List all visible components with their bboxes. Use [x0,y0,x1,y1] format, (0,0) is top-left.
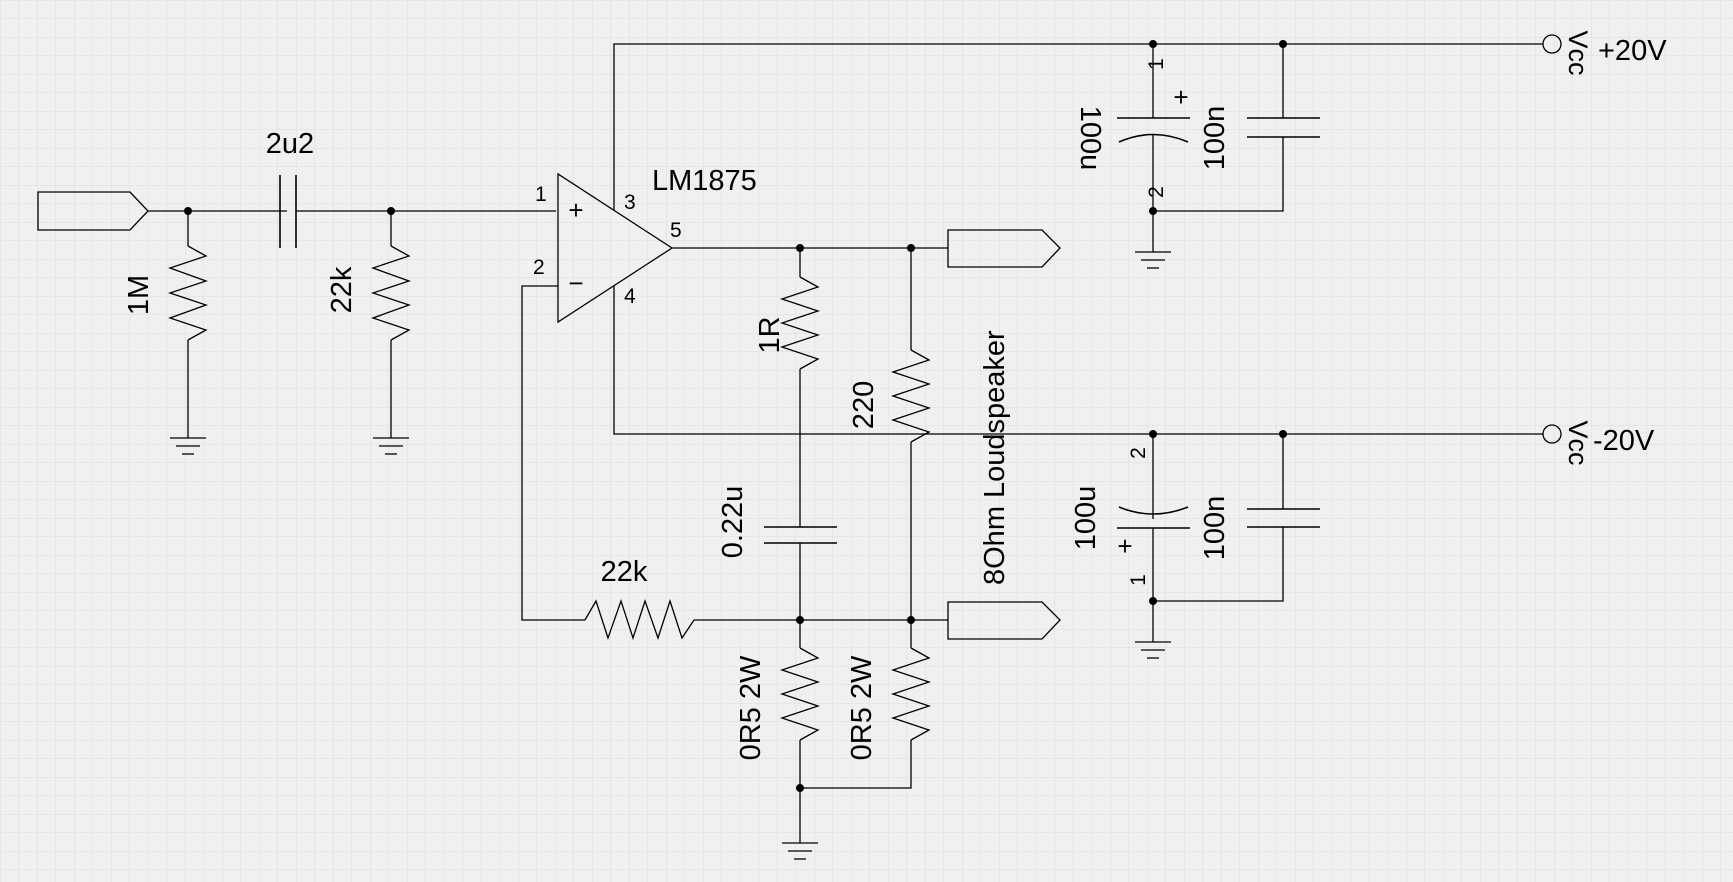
ground-symbol-1m [170,437,206,455]
neg-electrolytic-capacitor[interactable] [1117,434,1190,601]
opamp-pin3: 3 [624,191,636,214]
bias-resistor-label: 22k [326,266,358,313]
pos-cap-plus: + [1173,82,1188,112]
neg-ceramic-capacitor[interactable] [1153,434,1320,602]
pos-elcap-label: 100u [1074,106,1106,171]
sense-resistor-b[interactable] [800,620,932,789]
vcc-positive-voltage: +20V [1598,35,1667,67]
sense-resistor-b-label: 0R5 2W [846,655,878,760]
opamp-pin4: 4 [624,285,636,308]
vcc-positive-net: Vcc [1563,30,1593,75]
pos-cap-label: 100n [1199,106,1231,171]
series-resistor-label: 220 [848,381,880,429]
ground-symbol-22k [373,437,409,455]
neg-cap-pin1: 1 [1127,574,1150,586]
zobel-resistor[interactable] [779,248,821,527]
zobel-capacitor-label: 0.22u [717,486,749,559]
pos-cap-pin1: 1 [1145,58,1168,70]
opamp-name: LM1875 [652,165,757,197]
opamp-pin5: 5 [670,219,682,242]
opamp-plus-sign: + [568,195,583,225]
zobel-resistor-label: 1R [754,316,786,353]
feedback-resistor-label: 22k [601,556,648,588]
vcc-negative-voltage: -20V [1593,425,1655,457]
feedback-resistor[interactable] [584,598,948,641]
pos-electrolytic-capacitor[interactable] [1117,44,1190,211]
input-resistor-label: 1M [123,275,155,315]
vcc-negative-net: Vcc [1563,420,1593,465]
load-label: 8Ohm Loudspeaker [979,330,1011,585]
neg-elcap-label: 100u [1070,486,1102,551]
output-port-negative[interactable] [947,601,1061,640]
neg-cap-plus: + [1117,531,1132,561]
input-port[interactable] [37,191,149,231]
output-port-positive[interactable] [947,229,1061,268]
wire-vminus [613,286,1543,435]
pos-cap-pin2: 2 [1145,186,1168,198]
opamp-pin1: 1 [535,183,547,206]
neg-cap-label: 100n [1199,496,1231,561]
neg-cap-pin2: 2 [1127,447,1150,459]
opamp-lm1875[interactable] [557,172,674,324]
series-resistor-220[interactable] [890,248,932,620]
ground-symbol-sense [782,842,818,860]
sense-resistor-a-label: 0R5 2W [735,655,767,760]
ground-symbol-neg [1135,641,1171,659]
vcc-positive-terminal[interactable] [1542,34,1562,54]
ground-symbol-pos [1135,251,1171,269]
bias-resistor[interactable] [370,211,411,438]
junction-sense [796,784,804,792]
opamp-minus-sign: − [568,268,583,298]
wire-vplus [613,43,1543,210]
input-resistor[interactable] [167,211,208,438]
opamp-pin2: 2 [533,256,545,279]
input-capacitor-label: 2u2 [266,128,314,160]
wire-feedback [521,285,585,621]
vcc-negative-terminal[interactable] [1542,424,1562,444]
pos-ceramic-capacitor[interactable] [1153,44,1320,212]
